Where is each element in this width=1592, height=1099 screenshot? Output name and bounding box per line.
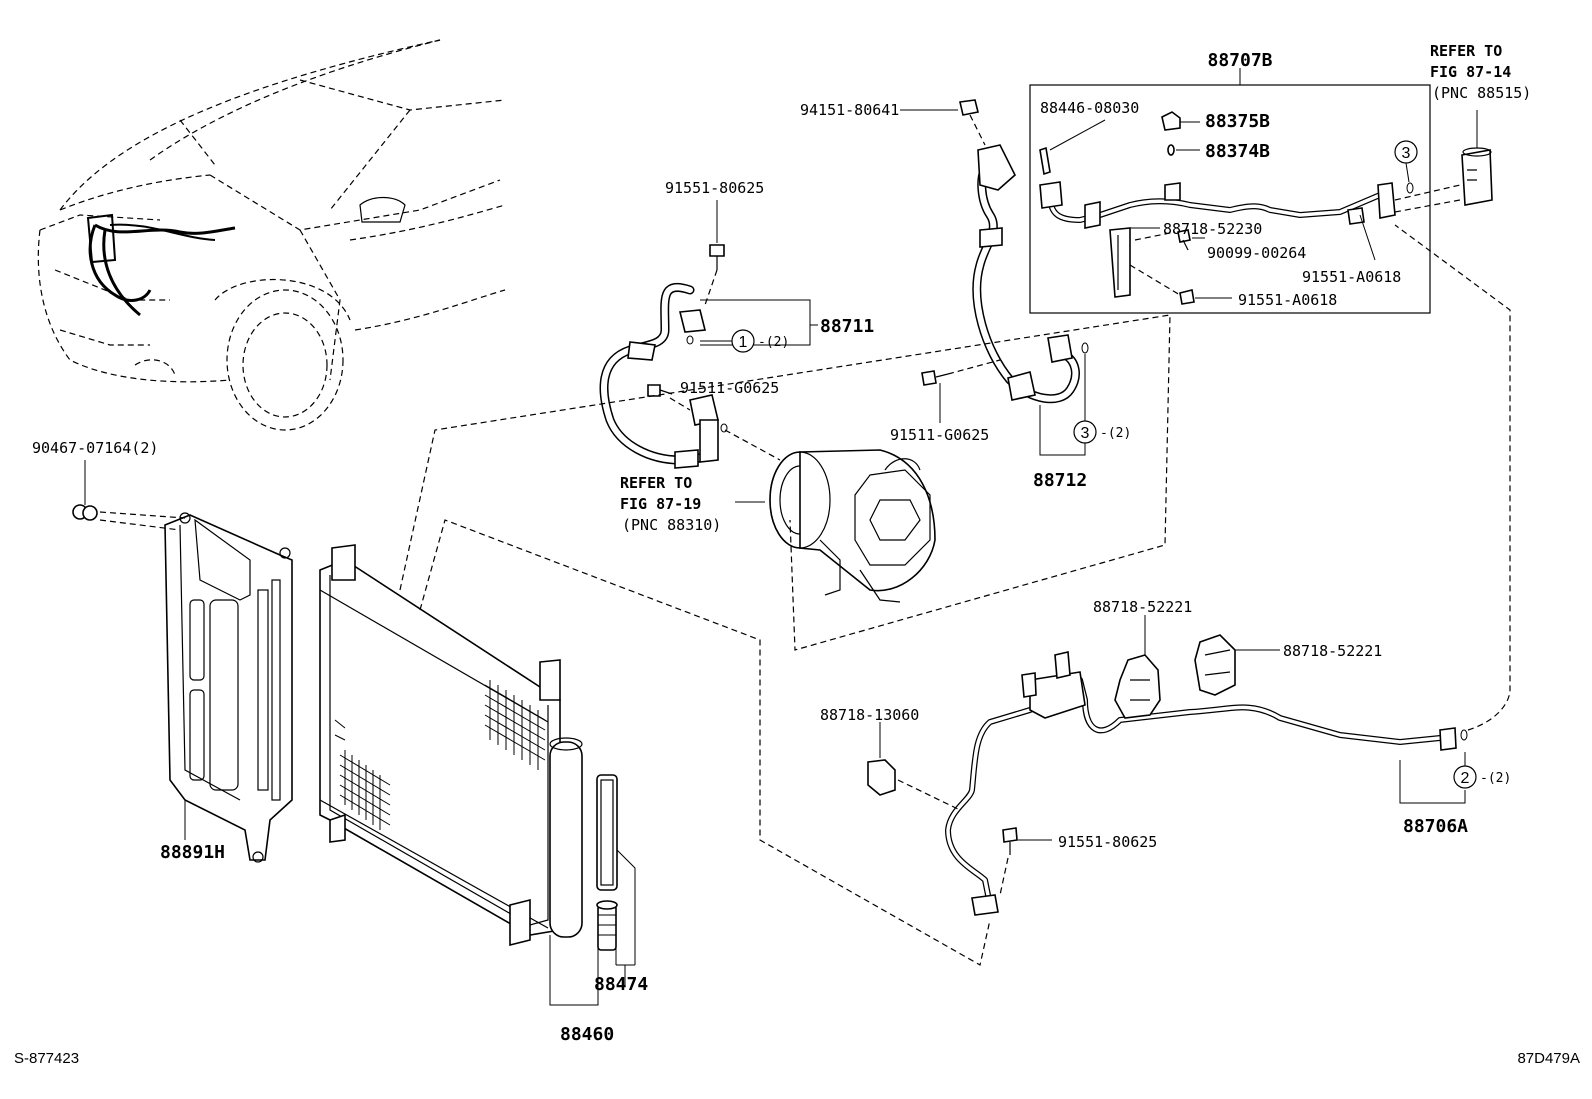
label-91551-80625-bot: 91551-80625	[1058, 833, 1157, 851]
label-88707B: 88707B	[1207, 50, 1272, 71]
label-91511-G0625-b: 91511-G0625	[890, 426, 989, 444]
dash-hose-to-compressor	[724, 429, 781, 461]
label-88374B: 88374B	[1205, 141, 1270, 162]
label-91551-A0618-b: 91551-A0618	[1238, 291, 1337, 309]
clamp-88718-52221-b	[1194, 634, 1280, 696]
dash-region-compressor	[399, 314, 1171, 651]
diagram-code-left: S-877423	[14, 1050, 79, 1067]
leader-88706A	[1399, 760, 1466, 804]
label-88474: 88474	[594, 974, 648, 995]
label-88891H: 88891H	[160, 842, 225, 863]
callout-3-top-number: 3	[1402, 145, 1411, 162]
condenser-fins	[334, 680, 546, 830]
ref-mid-line1: REFER TO	[620, 474, 692, 492]
discharge-hose-88711	[599, 282, 728, 469]
label-90467-07164: 90467-07164(2)	[32, 439, 158, 457]
dash-region-liquid-line	[419, 519, 991, 966]
clamp-88718-52221-a	[1114, 615, 1161, 719]
label-91551-80625-top: 91551-80625	[665, 179, 764, 197]
label-90099-00264: 90099-00264	[1207, 244, 1306, 262]
label-88446-08030: 88446-08030	[1040, 99, 1139, 117]
ref-top-line2: FIG 87-14	[1430, 63, 1511, 81]
clamp-88718-13060	[867, 722, 961, 811]
assembly-box-88707B	[1029, 68, 1431, 314]
condenser-88460	[319, 544, 583, 947]
ref-mid-line2: FIG 87-19	[620, 495, 701, 513]
callout-3-mid-qty: -(2)	[1100, 426, 1131, 441]
bolt-91551-80625-bot	[999, 827, 1052, 896]
dryer-filter-88474	[596, 774, 636, 985]
label-88375B: 88375B	[1205, 111, 1270, 132]
label-94151-80641: 94151-80641	[800, 101, 899, 119]
ref-top-line3: (PNC 88515)	[1432, 84, 1531, 102]
callout-3-mid: 3 -(2)	[1073, 354, 1131, 444]
callout-2-qty: -(2)	[1480, 771, 1511, 786]
label-88718-52221-a: 88718-52221	[1093, 598, 1192, 616]
label-88718-52230: 88718-52230	[1163, 220, 1262, 238]
liquid-pipe-88706A	[945, 224, 1511, 916]
leader-88711	[700, 299, 811, 346]
callout-1-qty: -(2)	[758, 335, 789, 350]
bolt-91551-80625-top	[704, 200, 725, 306]
ref-mid-line3: (PNC 88310)	[622, 516, 721, 534]
label-88706A: 88706A	[1403, 816, 1468, 837]
nut-94151-80641	[900, 99, 986, 146]
ac-line-routing-in-vehicle	[86, 213, 236, 317]
suction-hose-88712	[972, 144, 1089, 404]
callout-3-mid-number: 3	[1081, 425, 1090, 442]
label-88718-13060: 88718-13060	[820, 706, 919, 724]
ref-top-line1: REFER TO	[1430, 42, 1502, 60]
label-88460: 88460	[560, 1024, 614, 1045]
label-88712: 88712	[1033, 470, 1087, 491]
condenser-side-seal-88891H	[164, 512, 293, 863]
callout-1-number: 1	[739, 334, 748, 351]
diagram-code-right: 87D479A	[1517, 1050, 1580, 1067]
callout-2: 2 -(2)	[1453, 752, 1511, 789]
callout-3-top: 3	[1394, 140, 1418, 183]
expansion-valve	[1394, 110, 1493, 213]
leader-88460	[549, 935, 599, 1006]
label-91511-G0625-a: 91511-G0625	[680, 379, 779, 397]
clip-90467-07164	[72, 460, 186, 531]
label-88711: 88711	[820, 316, 874, 337]
label-91551-A0618-a: 91551-A0618	[1302, 268, 1401, 286]
label-88718-52221-b: 88718-52221	[1283, 642, 1382, 660]
vehicle-outline	[37, 39, 506, 431]
bolt-91511-G0625-a	[647, 384, 691, 411]
bolt-91511-G0625-b	[921, 359, 1001, 423]
callout-1: 1 -(2)	[700, 329, 789, 353]
compressor	[769, 449, 936, 603]
callout-2-number: 2	[1461, 770, 1470, 787]
